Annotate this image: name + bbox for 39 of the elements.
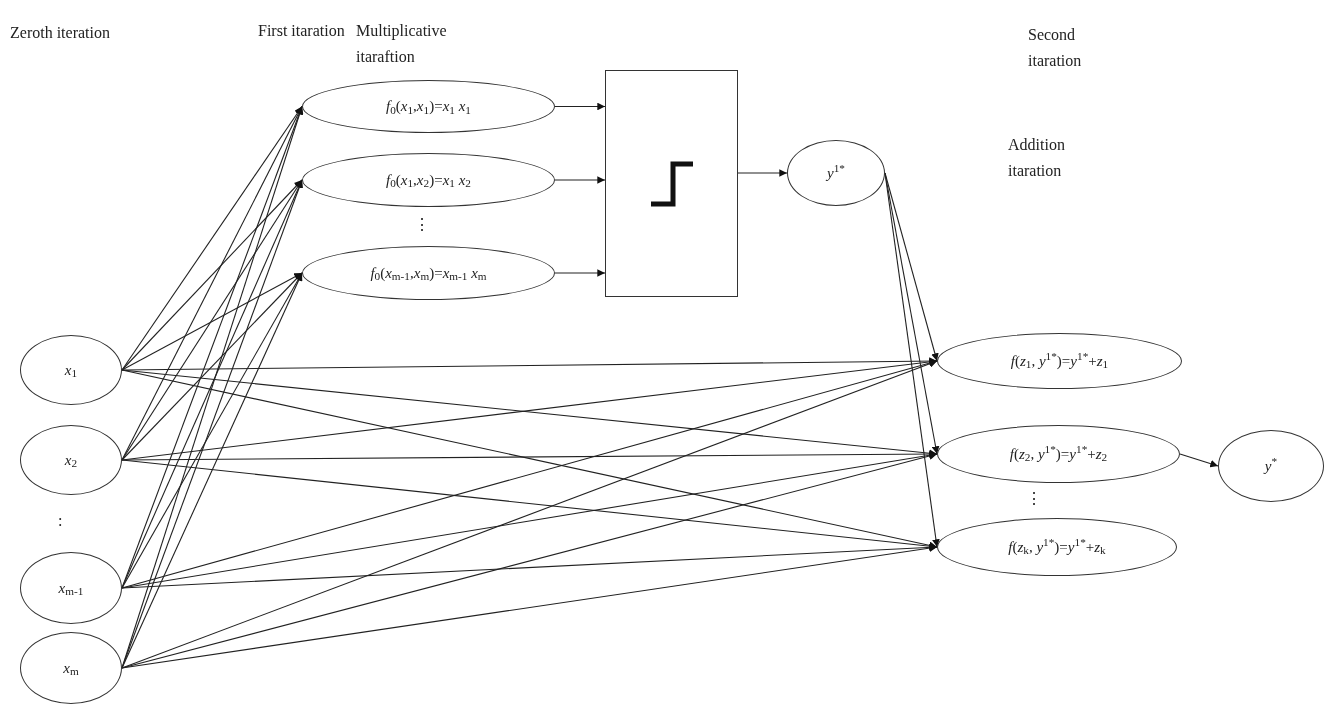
arrow [121,357,938,371]
formula-text: y$^{*}$ [1264,456,1278,476]
step-function-box [605,70,738,297]
arrow [121,179,303,461]
arrow [121,544,938,669]
arrow [554,102,606,111]
arrow [121,459,938,550]
formula-text: y$^{1*}$ [827,163,845,183]
arrow [737,169,788,177]
annotation-label: : [58,511,64,531]
formula-text: x$_{1}$ [64,360,78,380]
annotation-label: ⋮ [414,215,428,235]
formula-text: f(z$_{2}$, y$^{1*}$)=y$^{1*}$+z$_{2}$ [1009,444,1108,464]
annotation-label: Addition itaration [1008,135,1066,181]
formula-text: f$_{0}$(x$_{1}$,x$_{2}$)=x$_{1}$ x$_{2}$ [386,170,471,190]
annotation-label: Multiplicative itaraftion [356,21,448,67]
formula-text: f(z$_{1}$, y$^{1*}$)=y$^{1*}$+z$_{1}$ [1010,351,1109,371]
formula-text: x$_{2}$ [64,450,78,470]
arrow [121,272,303,371]
formula-text: x$_{m-1}$ [58,578,84,598]
arrow [1179,453,1219,468]
arrow [121,543,938,589]
annotation-label: Zeroth iteration [10,23,110,43]
formula-text: f$_{0}$(x$_{1}$,x$_{1}$)=x$_{1}$ x$_{1}$ [386,97,471,116]
arrow [554,176,606,184]
arrow [121,272,303,589]
annotation-label: First itaration [258,21,346,41]
formula-text: f(z$_{k}$, y$^{1*}$)=y$^{1*}$+z$_{k}$ [1008,537,1106,557]
annotation-label: Second itaration [1028,25,1083,71]
formula-text: x$_{m}$ [63,658,79,678]
arrow [554,269,606,277]
arrow [121,272,303,669]
arrow [884,172,940,548]
arrow [121,272,303,461]
arrow [121,450,938,461]
formula-text: f$_{0}$(x$_{m-1}$,x$_{m}$)=x$_{m-1}$ x$_{m}$ [370,263,487,283]
arrow [121,105,303,371]
annotation-label: ⋮ [1026,489,1040,509]
arrow [121,360,938,669]
